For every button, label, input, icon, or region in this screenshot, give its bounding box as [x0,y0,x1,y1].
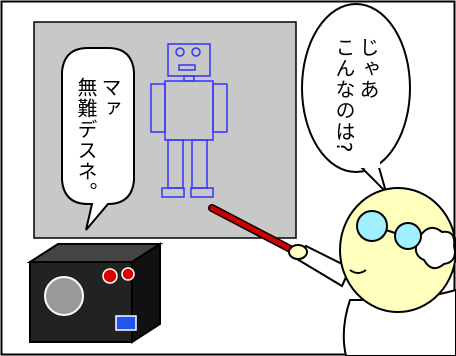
left-lens [356,210,388,242]
box-robot [26,242,164,344]
robot-speech-text: マァ 無難デスネ。 [74,62,146,203]
robot-mouth [115,315,137,331]
doctor-hair [414,226,456,270]
robot-lens [44,276,84,316]
glasses-bridge [385,229,396,234]
right-lens [394,222,422,250]
pointer-stick [209,205,303,257]
doctor-speech-bubble [301,3,411,173]
robot-speech-bubble [61,47,135,231]
robot-drawing [150,43,228,198]
doctor-mouth [349,269,367,274]
doctor-line-2: こんなのは? [332,36,356,154]
doctor-hand [288,244,308,260]
doctor-character [288,187,456,356]
doctor-line-1: じゃあ [356,36,380,100]
robot-line-1: マァ [98,76,122,119]
robot-eye-left [102,268,118,284]
robot-eye-right [121,267,135,281]
doctor-speech-text: じゃあ こんなのは? [332,22,404,154]
doctor-bubble-tail-join [360,160,380,168]
robot-line-2: 無難デスネ。 [74,76,98,203]
